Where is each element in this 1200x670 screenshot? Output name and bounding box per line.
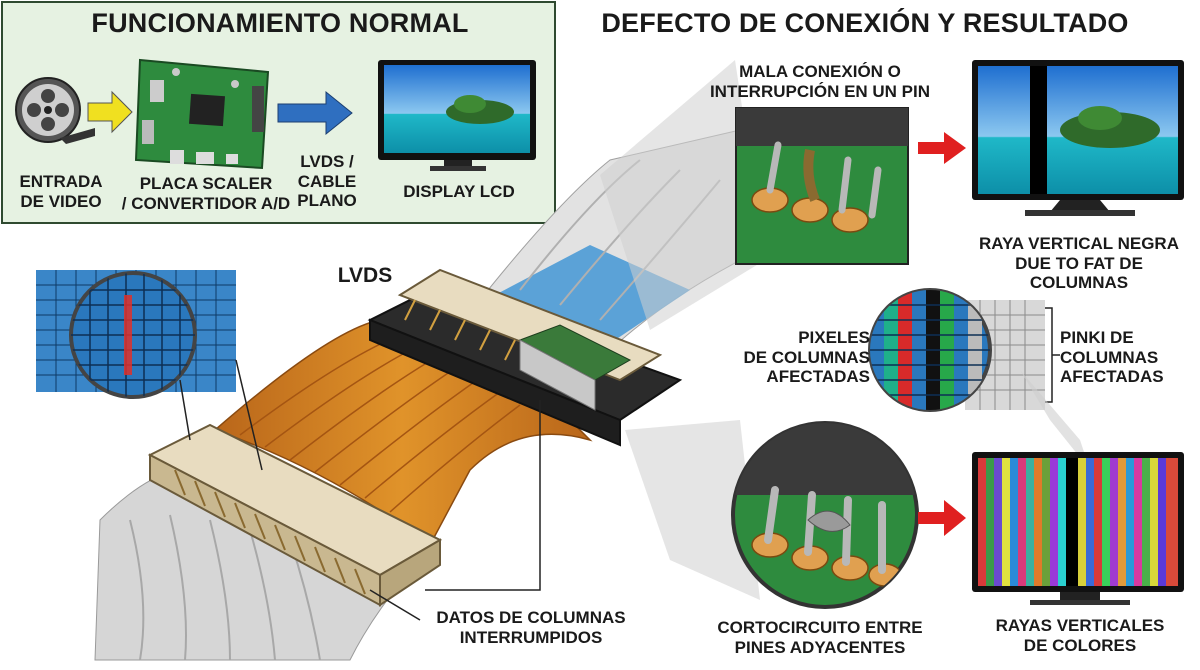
tv-black-stripe — [972, 60, 1184, 216]
short-circuit-label: CORTOCIRCUITO ENTRE PINES ADYACENTES — [700, 618, 940, 657]
pixels-right-line3: AFECTADAS — [1060, 367, 1164, 387]
board-label-line2: / CONVERTIDOR A/D — [121, 193, 291, 213]
leader-lines — [369, 400, 541, 621]
bottom-zoom-cone — [625, 420, 760, 600]
pixels-right-line1: PINKI DE — [1060, 328, 1134, 347]
pixels-left-label: PIXELES DE COLUMNAS AFECTADAS — [740, 328, 870, 387]
pixels-left-line2: DE COLUMNAS — [743, 347, 870, 367]
bad-pin-label: MALA CONEXIÓN O INTERRUPCIÓN EN UN PIN — [700, 62, 940, 101]
pixels-left-line3: AFECTADAS — [766, 367, 870, 387]
right-connector — [367, 268, 683, 447]
top-zoom-cone — [600, 60, 765, 330]
normal-title: FUNCIONAMIENTO NORMAL — [91, 8, 469, 38]
black-stripe-label: RAYA VERTICAL NEGRA DUE TO FAT DE COLUMN… — [966, 234, 1192, 293]
input-label-line1: ENTRADA — [19, 172, 103, 191]
flex-traces — [239, 334, 521, 513]
bad-pin-line2: INTERRUPCIÓN EN UN PIN — [709, 81, 931, 101]
bad-pin-zoom-content — [736, 108, 908, 233]
pixels-right-label: PINKI DE COLUMNAS AFECTADAS — [1060, 328, 1170, 387]
short-circuit-line1: CORTOCIRCUITO ENTRE — [717, 618, 923, 637]
interrupted-label: DATOS DE COLUMNAS INTERRUMPIDOS — [426, 608, 636, 647]
cable-label-line3: PLANO — [297, 191, 357, 211]
lvds-label: LVDS — [337, 264, 393, 287]
pixels-left-line1: PIXELES — [798, 328, 870, 347]
left-connector — [147, 423, 443, 607]
tv-color-stripes — [972, 452, 1184, 605]
pixels-right-line2: COLUMNAS — [1060, 347, 1159, 367]
pixel-zoom-content — [870, 290, 990, 410]
short-circuit-line2: PINES ADYACENTES — [734, 637, 906, 657]
bad-pin-line1: MALA CONEXIÓN O — [739, 62, 901, 81]
film-reel-icon — [15, 77, 95, 144]
blue-arrow-icon — [277, 90, 353, 136]
black-stripe-line1: RAYA VERTICAL NEGRA — [979, 234, 1179, 253]
color-stripes-line1: RAYAS VERTICALES — [995, 616, 1165, 635]
cable-label: LVDS / CABLE PLANO — [282, 152, 372, 211]
input-label: ENTRADA DE VIDEO — [6, 172, 116, 211]
cable-label-line2: CABLE — [297, 171, 357, 191]
color-stripes-label: RAYAS VERTICALES DE COLORES — [980, 616, 1180, 655]
zoom-left-pointers — [179, 359, 263, 471]
lcd-display-icon — [378, 60, 536, 171]
cable-label-line1: LVDS / — [300, 152, 354, 171]
scaler-board — [134, 58, 270, 170]
pixel-bracket — [1045, 307, 1060, 403]
defect-title: DEFECTO DE CONEXIÓN Y RESULTADO — [601, 8, 1129, 38]
interrupted-line2: INTERRUMPIDOS — [459, 627, 603, 647]
board-label: PLACA SCALER / CONVERTIDOR A/D — [116, 174, 296, 213]
pixel-zoom-cone — [1020, 370, 1090, 470]
display-label: DISPLAY LCD — [403, 182, 515, 201]
board-label-line1: PLACA SCALER — [139, 174, 273, 193]
yellow-arrow-icon — [87, 90, 133, 134]
interrupted-line1: DATOS DE COLUMNAS — [436, 608, 626, 627]
input-label-line2: DE VIDEO — [20, 191, 102, 211]
color-stripes-line2: DE COLORES — [1023, 635, 1137, 655]
black-stripe-line2: DUE TO FAT DE COLUMNAS — [1015, 253, 1143, 293]
red-arrow-icon-top — [918, 132, 966, 164]
red-arrow-icon-bottom — [918, 500, 966, 536]
short-circuit-zoom-content — [733, 423, 917, 587]
